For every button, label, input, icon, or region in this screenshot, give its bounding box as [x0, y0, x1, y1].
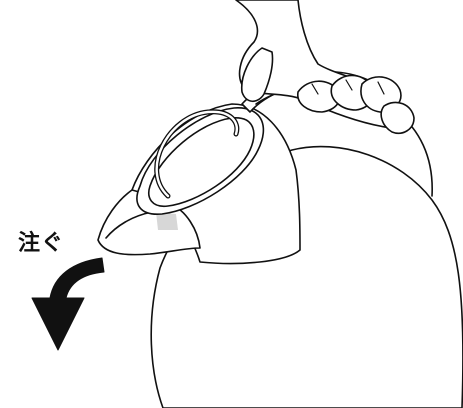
- hand-finger-little: [380, 101, 415, 134]
- lid-top: [136, 107, 265, 215]
- curved-down-arrow-icon: [31, 257, 105, 351]
- spout-shadow: [156, 212, 178, 230]
- hand-knuckle-lines: [311, 79, 385, 95]
- pour-label: 注ぐ: [18, 231, 65, 256]
- hand-thumb: [240, 47, 274, 103]
- lid-inner-rim: [148, 117, 255, 208]
- lid-knob-loop-inner: [155, 110, 239, 198]
